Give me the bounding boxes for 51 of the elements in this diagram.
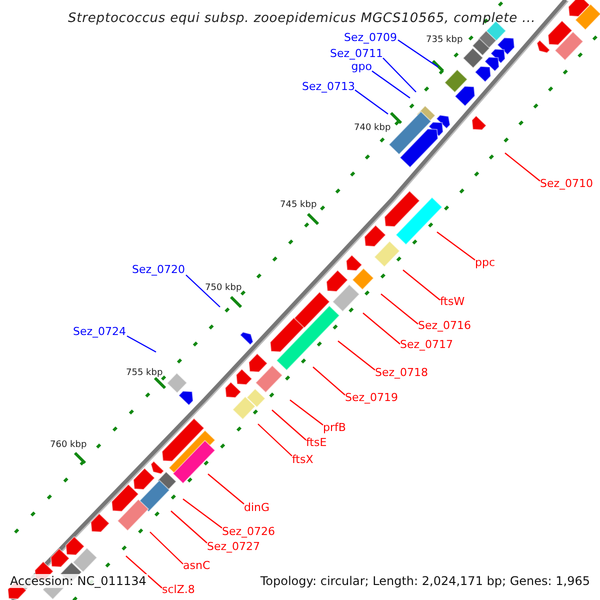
gene-label: asnC: [183, 559, 210, 573]
leader-line: [272, 410, 306, 440]
leader-line: [186, 274, 220, 308]
leader-line: [380, 294, 418, 324]
scale-label: 760 kbp: [50, 439, 87, 452]
gene-label: Sez_0716: [418, 319, 472, 333]
leader-line: [182, 498, 222, 528]
leader-line: [208, 474, 244, 504]
leader-line: [170, 510, 208, 544]
gene-label: Sez_0709: [344, 31, 397, 45]
gene-label: Sez_0724: [72, 325, 126, 339]
gene-label: ppc: [475, 256, 496, 270]
scale-label: 735 kbp: [426, 34, 463, 47]
gene-label: Sez_0727: [207, 540, 260, 554]
gene-label: dinG: [244, 501, 270, 515]
gene-label: ftsX: [292, 453, 314, 467]
gene-label: ftsW: [440, 295, 465, 309]
diagram-title: Streptococcus equi subsp. zooepidemicus MGCS10565, complete ...: [68, 12, 536, 26]
leader-line: [398, 40, 438, 68]
gene-label: Sez_0726: [222, 525, 276, 539]
scale-label: 755 kbp: [126, 367, 163, 380]
gene-label: Sez_0713: [302, 80, 355, 94]
gene-label: gpo: [351, 60, 372, 74]
leader-line: [150, 532, 184, 564]
gene-label: ftsE: [306, 436, 327, 450]
leader-line: [338, 340, 376, 370]
gene-label: Sez_0718: [375, 366, 428, 380]
leader-line: [126, 556, 162, 588]
leader-line: [312, 366, 346, 396]
gene-label: sclZ.8: [162, 583, 195, 597]
scale-label: 750 kbp: [205, 282, 242, 295]
gene-label: Sez_0719: [345, 391, 398, 405]
gene-label: Sez_0717: [400, 338, 454, 352]
gene-label: Sez_0720: [132, 263, 185, 277]
gene-label: prfB: [323, 421, 346, 435]
gene-label: Sez_0710: [540, 177, 594, 191]
scale-label: 745 kbp: [280, 199, 317, 212]
footer-text: Topology: circular; Length: 2,024,171 bp; Genes: 1,965: [258, 574, 592, 588]
leader-line: [258, 424, 292, 456]
leader-line: [372, 70, 410, 98]
leader-line: [126, 335, 156, 353]
leader-line: [402, 270, 440, 300]
leader-line: [382, 58, 416, 92]
scale-label: 740 kbp: [354, 122, 391, 135]
leader-line: [354, 90, 388, 114]
footer-text: Accession: NC_011134: [8, 574, 148, 588]
leader-line: [362, 312, 400, 344]
gene-label: Sez_0711: [330, 47, 383, 61]
leader-line: [436, 232, 476, 260]
leader-line: [504, 152, 540, 182]
leader-line: [290, 400, 324, 426]
